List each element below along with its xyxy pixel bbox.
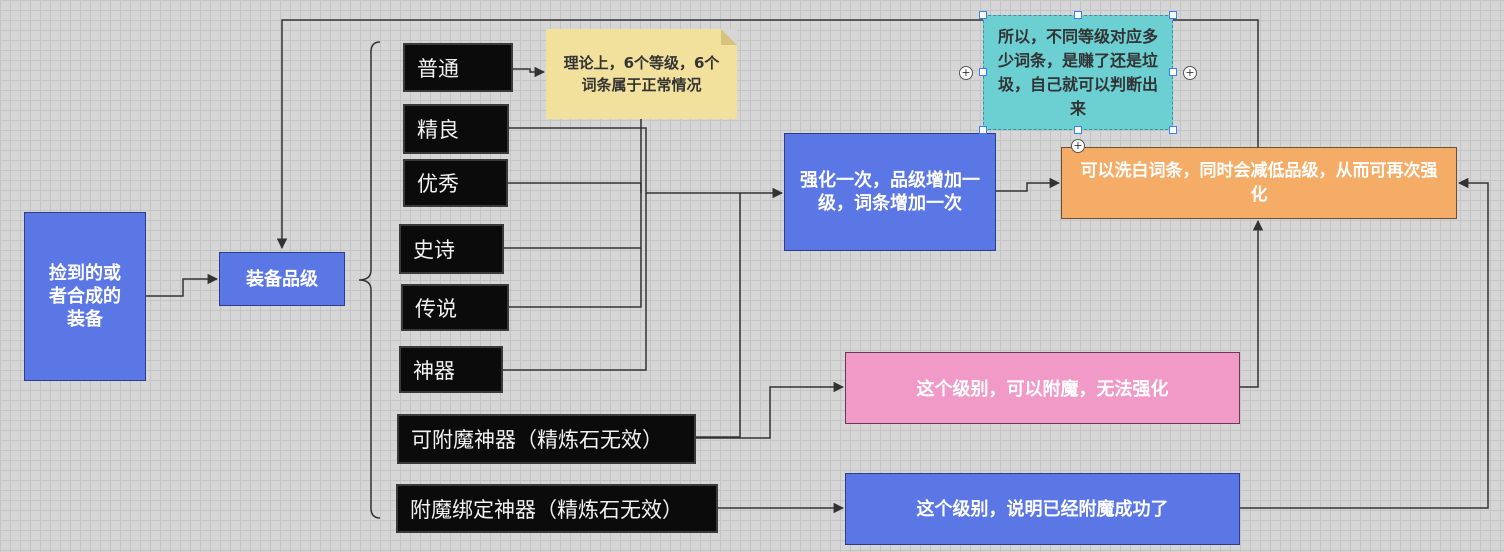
grade-enchantable-text: 可附魔神器（精炼石无效） [411, 428, 663, 452]
resize-handle-left[interactable] [979, 68, 987, 76]
reroll-text: 可以洗白词条，同时会减低品级，从而可再次强化 [1080, 161, 1438, 205]
grade-fine-text: 精良 [417, 118, 459, 142]
edge-enhance-to-reroll [996, 177, 1061, 192]
edge-legend-to-enhance [509, 248, 642, 308]
grade-bound-node[interactable]: 附魔绑定神器（精炼石无效） [396, 484, 718, 533]
enchant-only-text: 这个级别，可以附魔，无法强化 [916, 379, 1169, 400]
edge-common-to-note [512, 66, 546, 78]
grade-brace [358, 41, 381, 519]
levels-note-text: 理论上，6个等级，6个词条属于正常情况 [563, 54, 720, 94]
enhance-node[interactable]: 强化一次，品级增加一级，词条增加一次 [784, 133, 996, 251]
judge-note-text: 所以，不同等级对应多少词条，是赚了还是垃圾，自己就可以判断出来 [997, 26, 1158, 118]
edge-fine-to-enhance [509, 127, 784, 199]
source-equipment-text: 捡到的或者合成的装备 [49, 263, 121, 330]
grade-common-node[interactable]: 普通 [403, 43, 513, 92]
edge-enchantable-to-enchant [696, 381, 845, 439]
levels-sticky-note[interactable]: 理论上，6个等级，6个词条属于正常情况 [546, 29, 737, 119]
grade-node[interactable]: 装备品级 [219, 252, 345, 306]
enchanted-text: 这个级别，说明已经附魔成功了 [916, 498, 1169, 520]
edge-artifact-to-enhance [503, 193, 647, 371]
grade-text: 装备品级 [246, 268, 318, 290]
enchanted-node[interactable]: 这个级别，说明已经附魔成功了 [845, 473, 1240, 545]
grade-epic-text: 史诗 [413, 238, 455, 262]
add-connection-left-icon[interactable]: + [959, 66, 973, 80]
add-connection-right-icon[interactable]: + [1183, 66, 1197, 80]
resize-handle-bottom-right[interactable] [1169, 126, 1177, 134]
edge-enchant-to-reroll [1240, 219, 1264, 388]
add-connection-bottom-icon[interactable]: + [1071, 139, 1085, 153]
resize-handle-top-right[interactable] [1169, 11, 1177, 19]
edge-source-to-grade [146, 273, 219, 297]
grade-artifact-text: 神器 [413, 358, 455, 383]
note-fold-corner [721, 29, 737, 45]
grade-legend-text: 传说 [415, 296, 457, 321]
grade-excellent-node[interactable]: 优秀 [403, 159, 508, 207]
reroll-node[interactable]: 可以洗白词条，同时会减低品级，从而可再次强化 [1061, 147, 1457, 219]
resize-handle-top[interactable] [1074, 11, 1082, 19]
judge-sticky-note[interactable]: 所以，不同等级对应多少词条，是赚了还是垃圾，自己就可以判断出来 [983, 15, 1173, 130]
grade-artifact-node[interactable]: 神器 [399, 346, 503, 393]
edge-epic-to-enhance [504, 193, 642, 249]
edge-excellent-to-enhance [508, 182, 642, 193]
edge-enchanted-to-reroll [1240, 177, 1489, 509]
edge-reroll-loop-to-grade [276, 19, 1259, 250]
grade-common-text: 普通 [417, 56, 459, 81]
resize-handle-top-left[interactable] [979, 11, 987, 19]
grade-enchantable-node[interactable]: 可附魔神器（精炼石无效） [397, 414, 696, 464]
enhance-text: 强化一次，品级增加一级，词条增加一次 [800, 170, 980, 214]
resize-handle-bottom-left[interactable] [979, 126, 987, 134]
edge-enchantable-to-enhance [696, 193, 741, 438]
resize-handle-right[interactable] [1169, 68, 1177, 76]
enchant-only-node[interactable]: 这个级别，可以附魔，无法强化 [845, 352, 1240, 424]
grade-fine-node[interactable]: 精良 [403, 104, 509, 154]
grade-epic-node[interactable]: 史诗 [399, 224, 504, 274]
grade-excellent-text: 优秀 [417, 172, 459, 196]
source-equipment-node[interactable]: 捡到的或者合成的装备 [24, 212, 146, 381]
grade-legend-node[interactable]: 传说 [401, 284, 509, 331]
grade-bound-text: 附魔绑定神器（精炼石无效） [410, 497, 683, 522]
resize-handle-bottom[interactable] [1074, 126, 1082, 134]
